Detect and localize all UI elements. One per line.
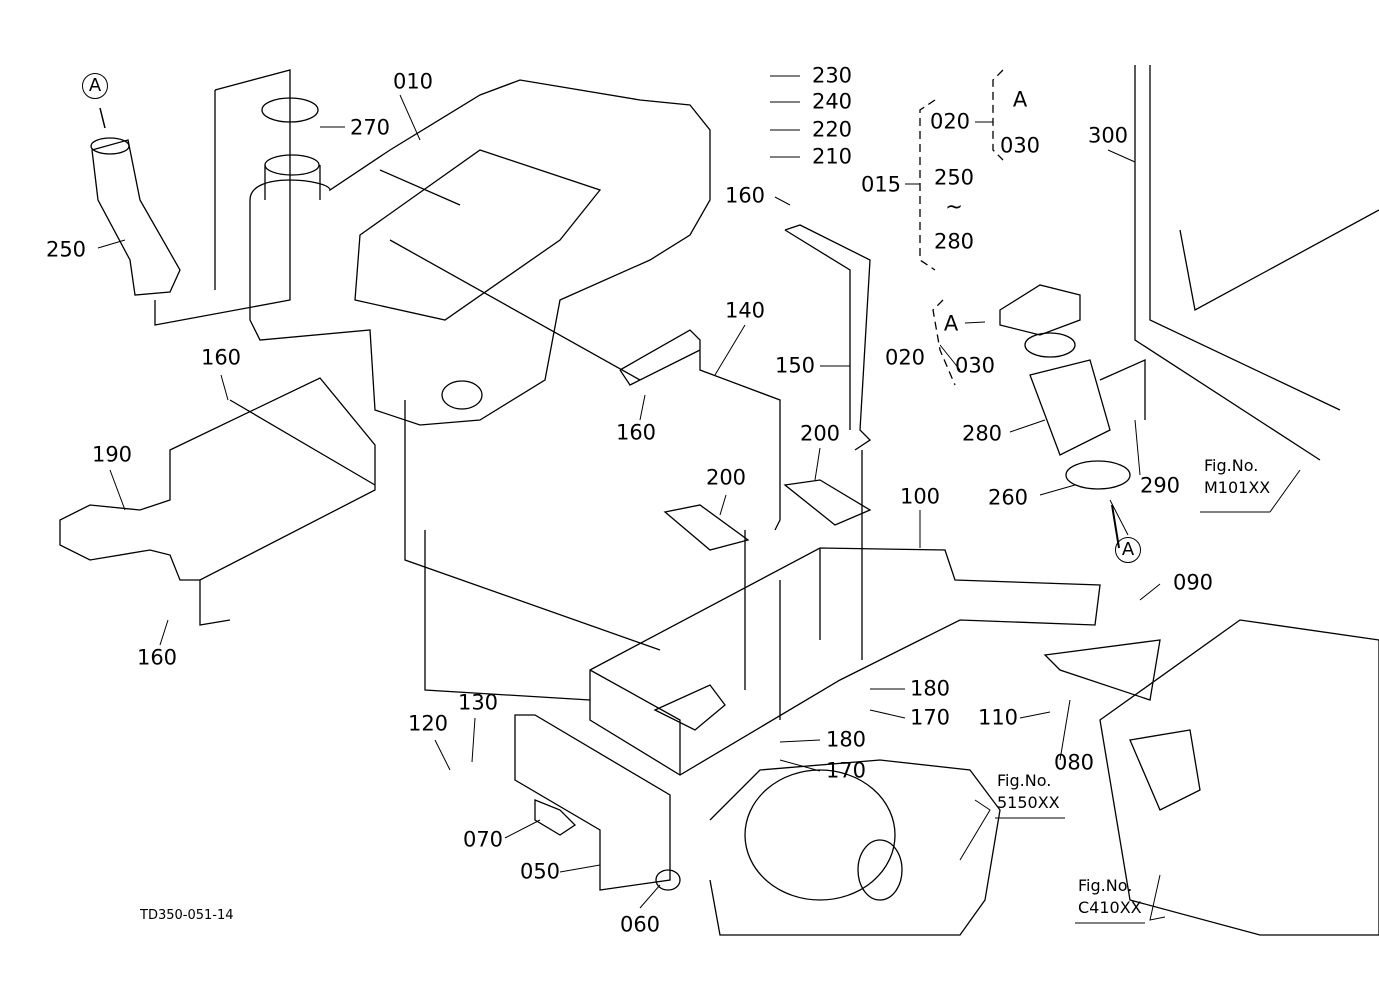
hose-250-drawing [90,69,291,326]
label-280: 280 [961,421,1003,446]
figure-ref-number: M101XX [1204,478,1271,497]
cover-plate-190-drawing [59,377,376,626]
figure-ref-5150xx[interactable]: Fig.No. 5150XX [997,770,1060,814]
label-180-right: 180 [909,676,951,701]
reference-marker-a-bottom: A [1115,537,1141,563]
label-160-bracket: 160 [615,420,657,445]
label-020: 020 [929,109,971,134]
cab-frame-drawing [1134,65,1379,461]
fuel-tank-010-drawing [249,79,711,651]
label-080: 080 [1053,750,1095,775]
label-090: 090 [1172,570,1214,595]
reference-marker-a-top: A [82,73,108,99]
label-190: 190 [91,442,133,467]
drawing-code: TD350-051-14 [140,908,234,923]
label-250: 250 [45,237,87,262]
figure-ref-label: Fig.No. [1078,876,1133,895]
figure-ref-label: Fig.No. [1204,456,1259,475]
label-010: 010 [392,69,434,94]
label-180-left: 180 [825,727,867,752]
label-260: 260 [987,485,1029,510]
label-170-right: 170 [909,705,951,730]
label-240: 240 [811,89,853,114]
label-015: 015 [860,172,902,197]
label-160: 160 [724,183,766,208]
figure-ref-m101xx[interactable]: Fig.No. M101XX [1204,455,1270,499]
label-230: 230 [811,63,853,88]
bracket-050-drawing [514,714,681,891]
label-a-set: A [1012,87,1028,112]
label-060: 060 [619,912,661,937]
tray-100-drawing [424,450,1101,776]
callout-brackets [919,69,1004,386]
label-200-right: 200 [799,421,841,446]
label-210: 210 [811,144,853,169]
label-160-plate: 160 [200,345,242,370]
label-290: 290 [1139,473,1181,498]
label-200-left: 200 [705,465,747,490]
label-070: 070 [462,827,504,852]
figure-ref-number: 5150XX [997,793,1060,812]
figure-ref-label: Fig.No. [997,771,1052,790]
label-160-lower: 160 [136,645,178,670]
leader-lines [97,75,1301,924]
label-150: 150 [774,353,816,378]
label-range-tilde: ~ [945,194,963,219]
label-050: 050 [519,859,561,884]
transmission-housing-drawing [709,619,1379,936]
label-020-cap: 020 [884,345,926,370]
figure-ref-c410xx[interactable]: Fig.No. C410XX [1078,875,1142,919]
label-030-cap: 030 [954,353,996,378]
label-110: 110 [977,705,1019,730]
label-270: 270 [349,115,391,140]
label-100: 100 [899,484,941,509]
label-120: 120 [407,711,449,736]
figure-ref-number: C410XX [1078,898,1142,917]
label-140: 140 [724,298,766,323]
label-170-left: 170 [825,758,867,783]
filler-neck-drawing [999,284,1146,490]
label-250-set: 250 [933,165,975,190]
label-a-cap: A [943,311,959,336]
label-030: 030 [999,133,1041,158]
label-300: 300 [1087,123,1129,148]
label-220: 220 [811,117,853,142]
brackets-drawing [619,224,872,551]
label-280-set: 280 [933,229,975,254]
label-130: 130 [457,690,499,715]
